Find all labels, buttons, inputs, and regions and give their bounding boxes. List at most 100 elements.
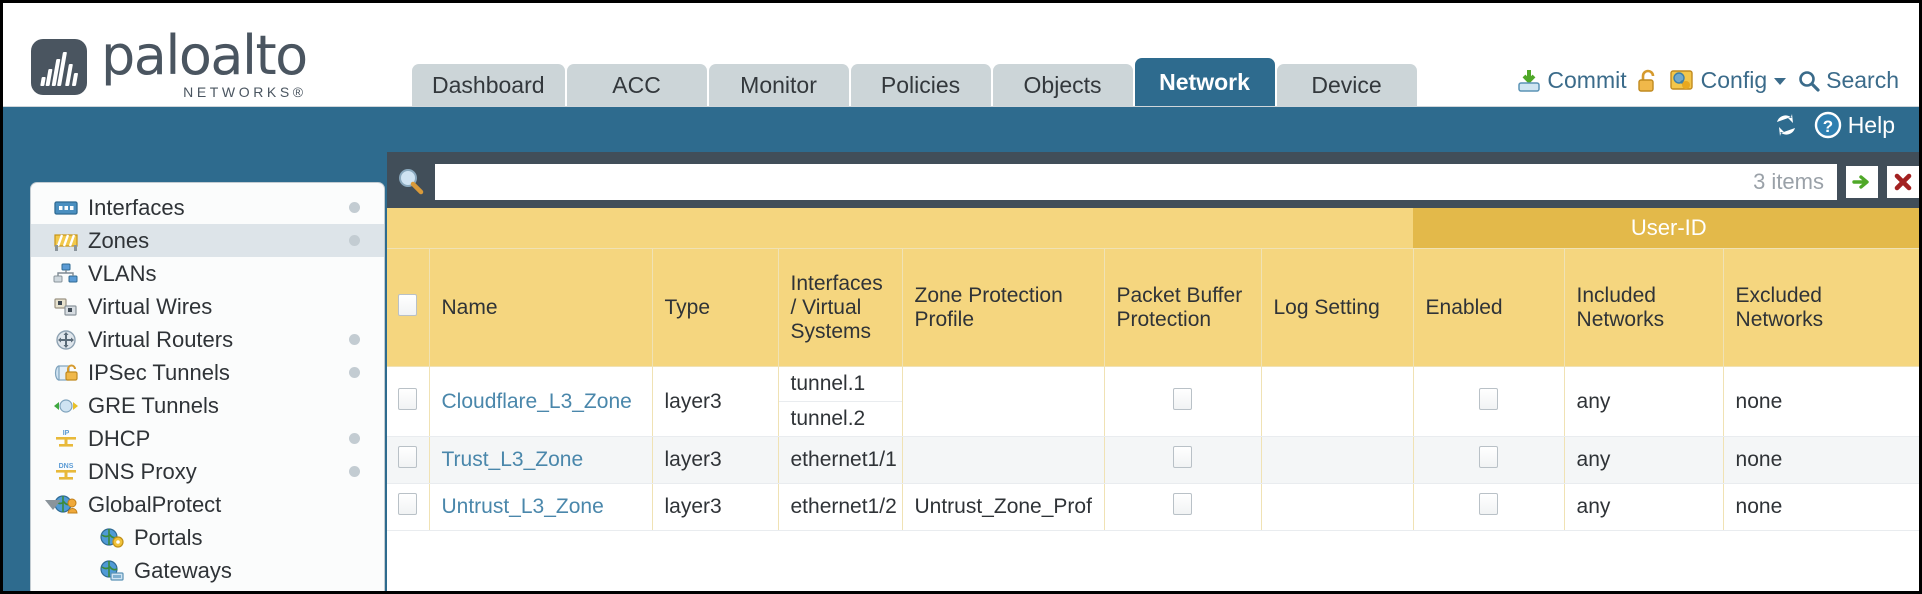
- sidebar-item-zones[interactable]: Zones: [31, 224, 384, 257]
- sidebar-item-label: Interfaces: [88, 194, 185, 220]
- log-setting-cell: [1261, 436, 1414, 484]
- config-label: Config: [1700, 67, 1768, 93]
- zones-icon: [53, 230, 79, 252]
- search-icon: [1797, 69, 1821, 93]
- help-button[interactable]: ? Help: [1814, 111, 1895, 139]
- sidebar-item-label: Zones: [88, 227, 150, 253]
- gateways-icon: [99, 559, 125, 582]
- zone-type-cell: layer3: [652, 436, 779, 484]
- user-id-group-header: User-ID: [1413, 208, 1919, 249]
- tab-dashboard[interactable]: Dashboard: [412, 64, 565, 106]
- column-header-packet-buffer-protection[interactable]: Packet Buffer Protection: [1104, 248, 1262, 367]
- sidebar-item-indicator: [349, 235, 360, 246]
- apply-filter-button[interactable]: [1846, 166, 1878, 198]
- row-checkbox[interactable]: [398, 493, 418, 515]
- config-wrench-icon: [1669, 68, 1696, 94]
- sidebar-item-label: Portals: [134, 524, 203, 550]
- config-menu-button[interactable]: Config: [1669, 67, 1788, 94]
- tab-objects[interactable]: Objects: [992, 64, 1133, 106]
- userid-enabled-cell: [1413, 436, 1565, 484]
- interfaces-icon: [53, 197, 79, 219]
- column-header-interfaces[interactable]: Interfaces / Virtual Systems: [778, 248, 903, 367]
- tab-policies[interactable]: Policies: [850, 64, 991, 106]
- zone-name-link[interactable]: Trust_L3_Zone: [441, 448, 584, 471]
- band-action-group: ? Help: [1772, 111, 1895, 139]
- column-header-log-setting[interactable]: Log Setting: [1261, 248, 1414, 367]
- packet-buffer-protection-cell: [1104, 436, 1262, 484]
- row-checkbox[interactable]: [398, 446, 418, 468]
- refresh-button[interactable]: [1772, 112, 1800, 138]
- ipsec-tunnels-icon: [53, 362, 79, 384]
- sidebar-item-label: GlobalProtect: [88, 491, 222, 517]
- unlock-button[interactable]: [1636, 68, 1660, 94]
- tab-acc[interactable]: ACC: [566, 64, 707, 106]
- zone-interfaces-cell: ethernet1/1: [778, 436, 903, 484]
- userid-enabled-cell: [1413, 366, 1565, 437]
- sidebar-item-ipsec-tunnels[interactable]: IPSec Tunnels: [31, 356, 384, 389]
- packet-buffer-protection-checkbox[interactable]: [1173, 387, 1192, 410]
- sidebar-item-label: IPSec Tunnels: [88, 359, 230, 385]
- tab-monitor[interactable]: Monitor: [708, 64, 849, 106]
- sidebar-item-globalprotect[interactable]: GlobalProtect: [31, 488, 384, 521]
- column-header-included-networks[interactable]: Included Networks: [1564, 248, 1724, 367]
- packet-buffer-protection-checkbox[interactable]: [1173, 446, 1192, 468]
- sidebar-item-virtual-routers[interactable]: Virtual Routers: [31, 323, 384, 356]
- tab-network[interactable]: Network: [1134, 58, 1275, 106]
- sidebar-item-interfaces[interactable]: Interfaces: [31, 191, 384, 224]
- column-header-zone-protection-profile[interactable]: Zone Protection Profile: [902, 248, 1105, 367]
- included-networks-cell: any: [1564, 366, 1724, 437]
- excluded-networks-cell: none: [1723, 436, 1919, 484]
- items-count-label: 3 items: [1753, 169, 1824, 194]
- sidebar-item-label: VLANs: [88, 260, 157, 286]
- column-header-type[interactable]: Type: [652, 248, 779, 367]
- sidebar-item-indicator: [349, 466, 360, 477]
- sidebar-item-label: DHCP: [88, 425, 151, 451]
- virtual-wires-icon: [53, 296, 79, 318]
- sidebar-item-gre-tunnels[interactable]: GRE Tunnels: [31, 389, 384, 422]
- sidebar-item-vlans[interactable]: VLANs: [31, 257, 384, 290]
- column-header-enabled[interactable]: Enabled: [1413, 248, 1565, 367]
- sidebar-item-indicator: [349, 367, 360, 378]
- sidebar-item-label: Virtual Routers: [88, 326, 234, 352]
- sidebar-item-gateways[interactable]: Gateways: [31, 554, 384, 587]
- zone-name-link[interactable]: Untrust_L3_Zone: [441, 495, 604, 518]
- sidebar-item-indicator: [349, 334, 360, 345]
- column-header-excluded-networks[interactable]: Excluded Networks: [1723, 248, 1919, 367]
- zone-protection-profile-cell: [902, 436, 1105, 484]
- packet-buffer-protection-checkbox[interactable]: [1173, 493, 1192, 515]
- sidebar-item-virtual-wires[interactable]: Virtual Wires: [31, 290, 384, 323]
- userid-enabled-checkbox[interactable]: [1479, 493, 1499, 515]
- clear-filter-button[interactable]: [1887, 166, 1919, 198]
- portals-icon: [99, 527, 125, 549]
- zone-name-link[interactable]: Cloudflare_L3_Zone: [441, 389, 632, 413]
- search-toolbar: 3 items: [387, 160, 1919, 204]
- column-header-name[interactable]: Name: [429, 248, 653, 367]
- virtual-routers-icon: [53, 329, 79, 351]
- userid-enabled-checkbox[interactable]: [1479, 387, 1499, 410]
- search-button[interactable]: Search: [1797, 67, 1899, 94]
- commit-button[interactable]: Commit: [1516, 67, 1627, 94]
- dns-proxy-icon: DNS: [53, 461, 79, 483]
- gre-tunnels-icon: [53, 395, 79, 417]
- row-select-cell: [387, 483, 430, 531]
- row-select-cell: [387, 366, 430, 437]
- search-label: Search: [1826, 67, 1899, 93]
- magnifier-icon[interactable]: [396, 167, 426, 197]
- search-input[interactable]: 3 items: [435, 164, 1837, 200]
- row-select-cell: [387, 436, 430, 484]
- tab-device[interactable]: Device: [1276, 64, 1417, 106]
- userid-enabled-checkbox[interactable]: [1479, 446, 1499, 468]
- expand-caret-icon[interactable]: [45, 499, 61, 510]
- select-all-checkbox[interactable]: [398, 293, 418, 316]
- interface-entry: tunnel.1: [778, 367, 902, 402]
- sidebar-item-portals[interactable]: Portals: [31, 521, 384, 554]
- row-checkbox[interactable]: [398, 387, 418, 410]
